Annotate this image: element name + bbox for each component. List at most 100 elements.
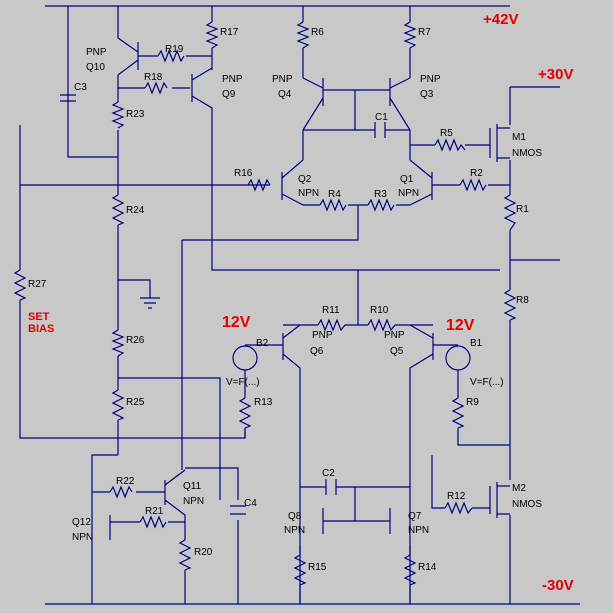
- b1-wire: [433, 344, 510, 446]
- feedback-wire: [182, 205, 359, 241]
- q11-leads: [164, 469, 186, 604]
- pos30-label: +30V: [538, 66, 573, 83]
- r12-symbol: [444, 501, 473, 515]
- r15-label: R15: [308, 562, 327, 573]
- q11-type-label: NPN: [183, 496, 204, 507]
- q5-leads: [409, 324, 434, 604]
- r10-label: R10: [370, 305, 389, 316]
- r24-symbol: [111, 194, 125, 226]
- b1-vf-label: V=F(...): [470, 377, 504, 388]
- q1-type-label: NPN: [398, 188, 419, 199]
- r9-symbol: [451, 397, 465, 429]
- b2-wire: [244, 344, 283, 438]
- r6-label: R6: [311, 27, 324, 38]
- r27-label: R27: [28, 279, 47, 290]
- r25-symbol: [111, 389, 125, 421]
- r23-label: R23: [126, 109, 145, 120]
- q3-name-label: Q3: [420, 89, 434, 100]
- q8-type-label: NPN: [284, 525, 305, 536]
- q12-type-label: NPN: [72, 532, 93, 543]
- r2-symbol: [459, 178, 487, 192]
- q10-name-label: Q10: [86, 62, 105, 73]
- q11-name-label: Q11: [183, 481, 202, 492]
- r3-symbol: [367, 198, 395, 212]
- q9-type-label: PNP: [222, 74, 243, 85]
- m1-name-label: M1: [512, 132, 526, 143]
- r25-label: R25: [126, 397, 145, 408]
- c4-wire: [185, 467, 239, 604]
- component-labels: R19 R18 R17 R6 R7 R23 R24 R27 R26 R25 R1…: [28, 27, 542, 573]
- b1-source: [445, 345, 471, 371]
- m2-name-label: M2: [512, 483, 526, 494]
- q2-name-label: Q2: [298, 174, 312, 185]
- q2-type-label: NPN: [298, 188, 319, 199]
- r21-label: R21: [145, 506, 164, 517]
- r7-symbol: [403, 21, 417, 49]
- q12-q11-left-wire: [91, 454, 165, 604]
- q9-leads: [191, 67, 500, 271]
- m1-type-label: NMOS: [512, 148, 542, 159]
- r18-label: R18: [144, 72, 163, 83]
- r26-r25-node: [118, 377, 221, 500]
- b2-label: B2: [256, 338, 269, 349]
- b1-label: B1: [470, 338, 483, 349]
- r20-symbol: [178, 539, 192, 571]
- q2-leads: [281, 159, 304, 206]
- q6-name-label: Q6: [310, 346, 324, 357]
- q7-name-label: Q7: [408, 511, 422, 522]
- neg30-label: -30V: [542, 577, 574, 594]
- r6-symbol: [296, 21, 310, 49]
- r7-label: R7: [418, 27, 431, 38]
- resistor-symbols: [13, 21, 517, 586]
- r23-symbol: [111, 101, 125, 129]
- c1-label: C1: [375, 112, 388, 123]
- pos42-label: +42V: [483, 11, 518, 28]
- r8-symbol: [503, 289, 517, 321]
- r3-label: R3: [374, 189, 387, 200]
- r26-symbol: [111, 329, 125, 357]
- q6-type-label: PNP: [312, 330, 333, 341]
- r8-label: R8: [516, 295, 529, 306]
- b2-vf-label: V=F(...): [226, 377, 260, 388]
- q6-leads: [282, 324, 301, 604]
- c2-label: C2: [322, 468, 335, 479]
- m2-type-label: NMOS: [512, 499, 542, 510]
- r4-label: R4: [328, 189, 341, 200]
- q4-leads: [302, 77, 324, 131]
- q10-leads: [117, 37, 139, 76]
- r15-r14-wire: [299, 545, 411, 604]
- r27-wire: [19, 125, 246, 439]
- r16-label: R16: [234, 168, 253, 179]
- m1-leads: [497, 127, 510, 159]
- q7-type-label: NPN: [408, 525, 429, 536]
- q1-leads: [409, 159, 433, 206]
- q3-leads: [389, 77, 411, 131]
- r19-symbol: [157, 49, 185, 63]
- r22-symbol: [109, 485, 133, 499]
- r13-symbol: [238, 397, 252, 429]
- r16-symbol: [247, 178, 271, 192]
- r27-symbol: [13, 269, 27, 301]
- r11-r10-wire: [283, 270, 433, 326]
- q3-type-label: PNP: [420, 74, 441, 85]
- r17-symbol: [205, 21, 219, 49]
- v12-left-label: 12V: [222, 314, 251, 331]
- r14-symbol: [403, 554, 417, 586]
- c3-plates: [60, 94, 76, 102]
- mirror-bottom-bases: [323, 487, 390, 522]
- c4-plates: [230, 505, 246, 515]
- r26-label: R26: [126, 335, 145, 346]
- c4-label: C4: [244, 498, 257, 509]
- r18-symbol: [144, 81, 168, 95]
- top-collectors: [302, 130, 490, 160]
- set-bias-label-2: BIAS: [28, 323, 54, 335]
- r1-symbol: [503, 194, 517, 231]
- r12-label: R12: [447, 491, 466, 502]
- r13-label: R13: [254, 397, 273, 408]
- r2-label: R2: [470, 168, 483, 179]
- v12-right-label: 12V: [446, 317, 475, 334]
- r22-label: R22: [116, 476, 135, 487]
- q4-type-label: PNP: [272, 74, 293, 85]
